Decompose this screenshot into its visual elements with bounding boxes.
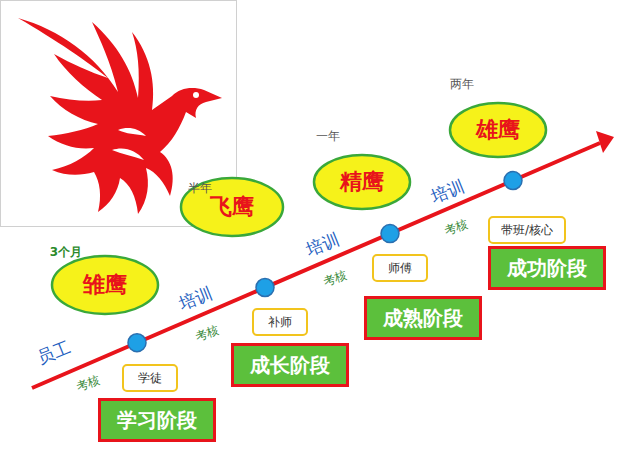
node-label: 师傅 — [388, 260, 412, 277]
stage-box: 学习阶段 — [98, 398, 216, 442]
assessment-label: 考核 — [193, 321, 221, 345]
milestone-dot — [128, 334, 146, 352]
node-label: 学习阶段 — [117, 407, 197, 434]
stage-box: 成熟阶段 — [364, 296, 482, 340]
duration-label: 一年 — [316, 128, 340, 145]
node-label: 学徒 — [138, 370, 162, 387]
training-label: 培训 — [428, 174, 468, 208]
eagle-logo — [18, 18, 222, 214]
node-label: 雏鹰 — [83, 270, 127, 300]
milestone-dot — [381, 225, 399, 243]
stage-box: 成功阶段 — [488, 246, 606, 290]
assessment-label: 考核 — [321, 266, 349, 290]
node-label: 成长阶段 — [250, 352, 330, 379]
role-box: 学徒 — [122, 364, 178, 392]
level-ellipse: 精鹰 — [312, 153, 412, 211]
node-label: 成熟阶段 — [383, 305, 463, 332]
node-label: 雄鹰 — [476, 115, 520, 145]
eagle-detail — [112, 92, 199, 160]
logo-frame — [1, 1, 237, 227]
assessment-label: 考核 — [74, 371, 102, 395]
stage-box: 成长阶段 — [231, 343, 349, 387]
node-label: 成功阶段 — [507, 255, 587, 282]
duration-label: 半年 — [188, 180, 212, 197]
node-label: 补师 — [268, 314, 292, 331]
node-label: 飞鹰 — [210, 192, 254, 222]
node-label: 精鹰 — [340, 167, 384, 197]
timeline-arrow — [32, 131, 614, 388]
timeline-line — [32, 143, 600, 388]
arrow-head — [596, 131, 614, 153]
level-ellipse: 雏鹰 — [50, 254, 160, 316]
level-ellipse: 雄鹰 — [448, 101, 548, 159]
role-box: 带班/核心 — [488, 216, 566, 244]
assessment-label: 考核 — [442, 215, 470, 239]
training-label: 培训 — [303, 227, 343, 261]
role-box: 补师 — [252, 308, 308, 336]
milestone-dot — [504, 172, 522, 190]
start-label: 员工 — [34, 335, 74, 369]
role-box: 师傅 — [372, 254, 428, 282]
node-label: 带班/核心 — [501, 222, 553, 239]
training-label: 培训 — [176, 281, 216, 315]
duration-label: 两年 — [450, 76, 474, 93]
milestone-dot — [256, 278, 274, 296]
duration-label: 3个月 — [50, 244, 82, 261]
